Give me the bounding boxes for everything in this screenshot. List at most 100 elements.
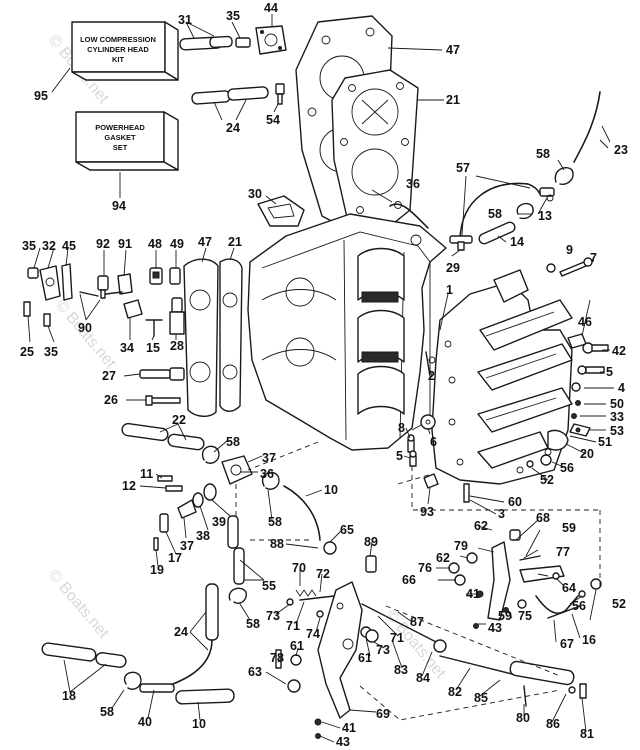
bolt-54[interactable] (275, 83, 285, 105)
switch-91[interactable] (117, 273, 133, 295)
screw-41-lower[interactable] (314, 718, 322, 726)
hose-10-mid[interactable] (283, 485, 321, 541)
washer-6[interactable] (420, 414, 436, 430)
washer-4[interactable] (571, 382, 581, 392)
screw-51[interactable] (575, 427, 581, 433)
tee-fitting-29[interactable] (449, 235, 473, 251)
screw-43-right[interactable] (473, 623, 479, 629)
thermostat-gasket-30[interactable] (257, 195, 305, 227)
hose-22[interactable] (121, 422, 205, 451)
clamp-58-top-right[interactable] (554, 166, 574, 185)
hose-31[interactable] (179, 35, 233, 51)
nut-76[interactable] (448, 562, 460, 574)
link-77[interactable] (519, 555, 541, 561)
screw-43-lower[interactable] (315, 733, 321, 739)
bushing-75[interactable] (517, 599, 527, 609)
thermostat-housing-32[interactable] (39, 265, 61, 301)
hose-24-lower[interactable] (161, 583, 219, 689)
link-rod-87[interactable] (361, 603, 441, 645)
cylinder-head-47-side[interactable] (183, 258, 219, 417)
plug-17[interactable] (159, 513, 169, 533)
washer-39[interactable] (203, 483, 217, 501)
washer-66[interactable] (454, 574, 466, 586)
hose-88-line[interactable] (285, 543, 319, 549)
shaft-80[interactable] (523, 685, 527, 707)
clamp-58-hose55[interactable] (228, 587, 248, 604)
valve-20[interactable] (547, 429, 569, 451)
spring-82[interactable] (439, 655, 521, 677)
dowel-60[interactable] (463, 483, 470, 503)
fitting-35-left[interactable] (27, 267, 39, 279)
washer-62-lower[interactable] (466, 552, 478, 564)
hose-10-lower[interactable] (175, 688, 235, 705)
screw-25[interactable] (23, 301, 31, 317)
washer-52-right[interactable] (526, 460, 534, 468)
rod-16[interactable] (547, 605, 581, 619)
throttle-cam-69[interactable] (317, 581, 363, 719)
screw-81[interactable] (579, 683, 587, 699)
spring-72-70[interactable] (295, 589, 317, 597)
clamp-58-lower-left[interactable] (123, 671, 142, 690)
screw-9[interactable] (546, 263, 556, 273)
screw-19[interactable] (153, 537, 159, 551)
screw-73-left[interactable] (286, 598, 294, 606)
fitting-35-top[interactable] (235, 37, 251, 48)
cylinder-block[interactable] (247, 213, 447, 451)
hose-18[interactable] (41, 642, 127, 668)
switch-48[interactable] (149, 267, 163, 285)
crankcase-cover-1[interactable] (431, 269, 573, 485)
spark-plug-27[interactable] (139, 367, 185, 381)
fitting-89[interactable] (365, 555, 377, 573)
hose-14[interactable] (478, 221, 517, 246)
sensor-49[interactable] (169, 267, 181, 285)
cylinder-head-gasket-21-side[interactable] (219, 258, 243, 412)
check-valve-37[interactable] (221, 455, 253, 485)
clamp-58-mid[interactable] (261, 471, 280, 490)
hose-36[interactable] (389, 203, 429, 229)
bushing-62-upper[interactable] (509, 529, 521, 541)
hose-55[interactable] (227, 515, 245, 585)
nut-84[interactable] (433, 639, 447, 653)
bolt-7[interactable] (559, 257, 593, 277)
pin-15[interactable] (145, 319, 163, 337)
nut-63[interactable] (287, 679, 301, 693)
bolt-12[interactable] (165, 485, 183, 492)
screw-50[interactable] (575, 400, 581, 406)
fitting-13[interactable] (539, 187, 555, 202)
cylinder-head-gasket-21[interactable] (331, 69, 419, 237)
clamp-58-left[interactable] (201, 445, 220, 464)
arm-68[interactable] (519, 565, 565, 583)
nut-56-right[interactable] (540, 454, 552, 466)
screw-41-right[interactable] (476, 590, 484, 598)
pin-2[interactable] (425, 351, 431, 377)
plug-93[interactable] (423, 473, 439, 489)
nut-52-lower[interactable] (590, 578, 602, 590)
arm-79[interactable] (487, 541, 511, 621)
hose-23[interactable] (573, 91, 601, 163)
screw-35-left-bottom[interactable] (43, 313, 51, 327)
wire-connector-90[interactable] (79, 291, 123, 297)
clamp-58-mid-right[interactable] (516, 202, 534, 220)
hose-24-top[interactable] (191, 86, 269, 105)
bolt-11[interactable] (157, 475, 173, 482)
link-71[interactable] (299, 595, 335, 601)
screw-8[interactable] (407, 434, 415, 453)
washer-74[interactable] (316, 610, 324, 618)
bolt-5-right[interactable] (577, 365, 605, 375)
fitting-37-lower[interactable] (177, 499, 197, 519)
bracket-67[interactable] (535, 595, 579, 614)
pin-86[interactable] (568, 686, 576, 694)
washer-64[interactable] (552, 572, 560, 580)
bracket-44[interactable] (255, 25, 287, 55)
sender-92[interactable] (97, 275, 109, 299)
powerhead-gasket-set-box[interactable]: POWERHEAD GASKET SET (75, 111, 179, 171)
washer-56-lower[interactable] (578, 590, 586, 598)
gasket-45[interactable] (61, 263, 73, 301)
bolt-5-center[interactable] (409, 450, 417, 467)
cylinder-head-kit-box[interactable]: LOW COMPRESSION CYLINDER HEAD KIT (71, 21, 179, 81)
bolt-34[interactable] (123, 299, 143, 319)
washer-38[interactable] (192, 492, 204, 508)
screw-59-lower[interactable] (503, 607, 509, 613)
bushing-73-right[interactable] (365, 629, 379, 643)
bolt-26[interactable] (145, 395, 181, 406)
